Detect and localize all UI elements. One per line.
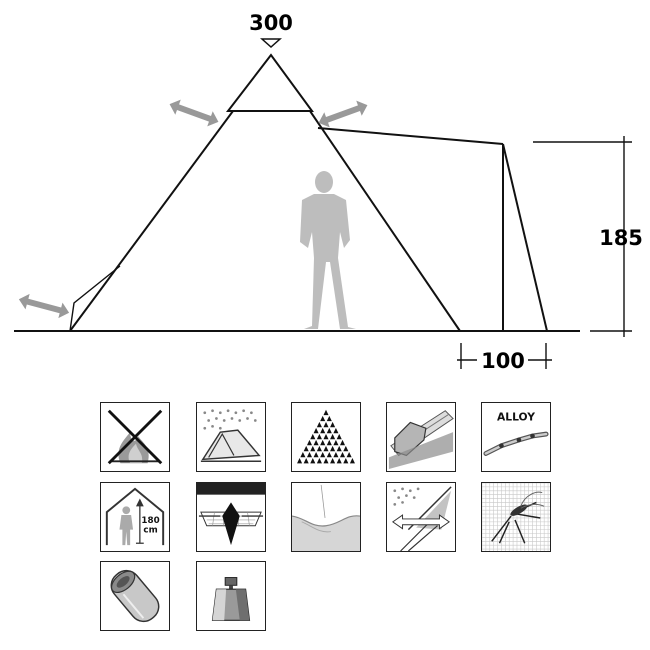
fire-retardant-icon (100, 402, 170, 472)
waterproof-tent-icon (196, 402, 266, 472)
ventilation-icon (386, 482, 456, 552)
person-silhouette (300, 171, 356, 329)
tent-diagram: 300 185 100 (14, 11, 643, 373)
peak-marker (260, 38, 282, 49)
standing-height-icon: 180 cm (100, 482, 170, 552)
mosquito-net-icon (481, 482, 551, 552)
alloy-poles-icon: ALLOY (481, 402, 551, 472)
porch-extension (317, 127, 548, 332)
side-height-label: 185 (599, 226, 643, 250)
peak-height-label: 300 (249, 11, 293, 35)
ventilation-arrows (18, 99, 368, 319)
pack-bag-icon (100, 561, 170, 631)
pegs-icon (291, 402, 361, 472)
groundsheet-icon (291, 482, 361, 552)
tipi-outline (69, 53, 461, 332)
extension-label: 100 (481, 349, 525, 373)
alloy-label: ALLOY (497, 410, 535, 423)
height-value-label: 180 (141, 516, 159, 526)
door-flap (69, 265, 121, 332)
taped-seams-icon (386, 402, 456, 472)
sewn-in-groundsheet-icon (196, 482, 266, 552)
height-dimension (533, 136, 632, 337)
weight-icon (196, 561, 266, 631)
height-unit-label: cm (143, 526, 157, 536)
extension-dimension (457, 343, 552, 369)
